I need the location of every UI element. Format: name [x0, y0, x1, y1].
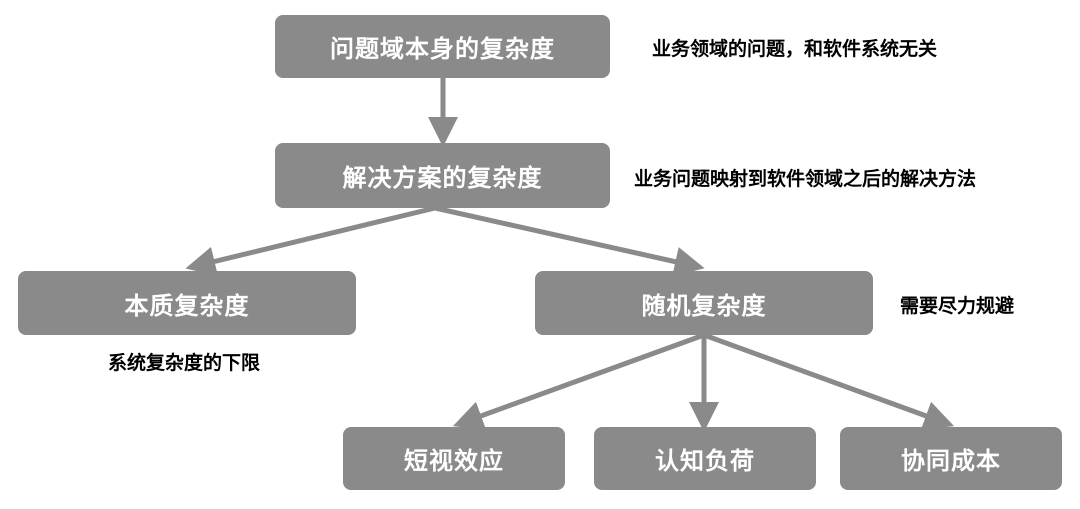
node-accidental-complexity: 随机复杂度: [535, 271, 873, 335]
node-coordination-cost: 协同成本: [840, 427, 1062, 490]
arrow-solution-to-essential: [185, 205, 436, 277]
node-problem-domain-complexity: 问题域本身的复杂度: [275, 15, 610, 78]
note-essential: 系统复杂度的下限: [108, 352, 261, 374]
note-accidental: 需要尽力规避: [900, 295, 1015, 317]
arrow-accidental-to-shortsighted: [452, 332, 705, 430]
node-shortsighted-effect: 短视效应: [343, 427, 565, 490]
node-solution-complexity: 解决方案的复杂度: [275, 143, 610, 208]
node-cognitive-load: 认知负荷: [594, 427, 816, 490]
note-solution: 业务问题映射到软件领域之后的解决方法: [634, 168, 977, 190]
node-essential-complexity: 本质复杂度: [18, 271, 356, 335]
note-problem-domain: 业务领域的问题，和软件系统无关: [652, 38, 938, 60]
arrow-accidental-to-coordination: [703, 332, 955, 430]
arrow-solution-to-accidental: [434, 205, 705, 277]
